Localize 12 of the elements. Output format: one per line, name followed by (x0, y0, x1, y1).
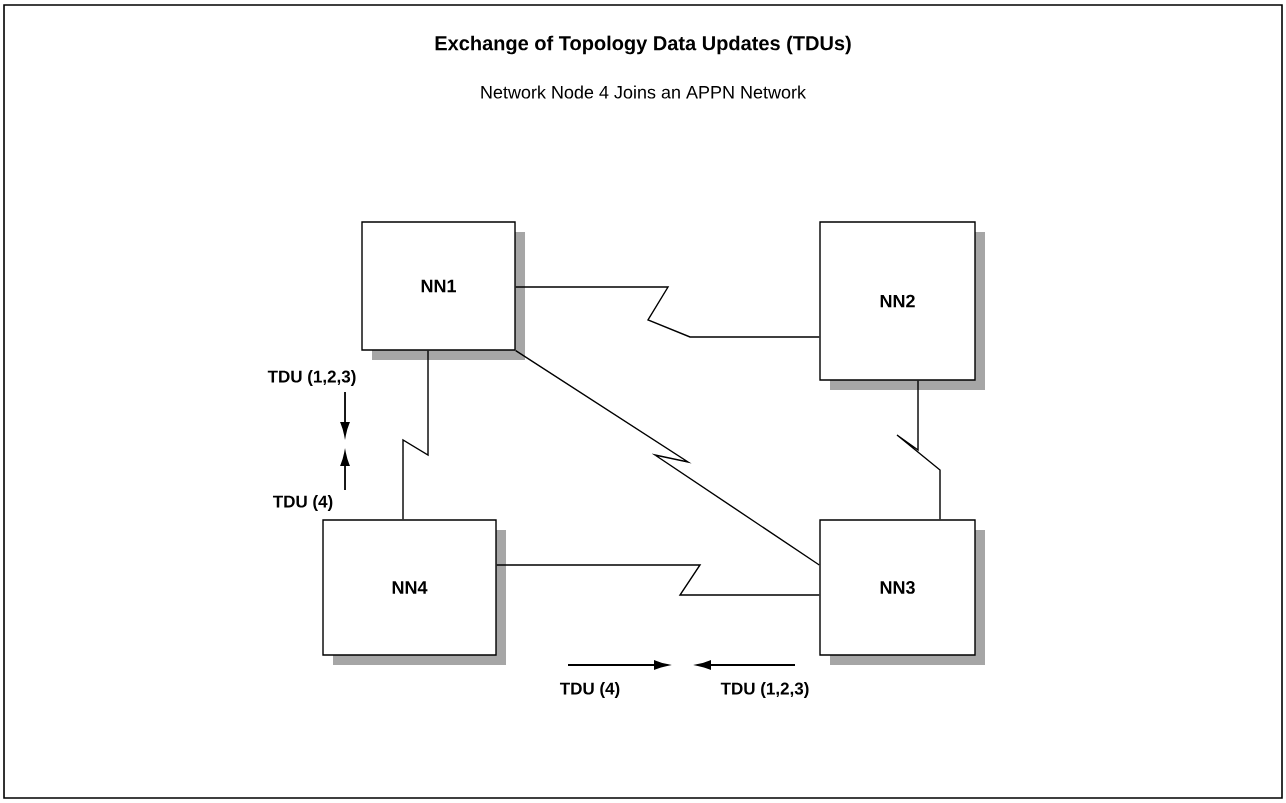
network-node-box: NN1 (361, 221, 525, 360)
link-line (515, 350, 820, 566)
link-line (896, 380, 941, 520)
link-line (515, 286, 820, 338)
title: Exchange of Topology Data Updates (TDUs) (435, 35, 851, 55)
flow-label: TDU (4) (559, 682, 620, 698)
network-node-box: NN3 (819, 519, 985, 665)
link-line (496, 564, 820, 596)
subtitle: Network Node 4 Joins an APPN Network (481, 85, 807, 99)
link-line (402, 350, 429, 520)
network-node-box: NN4 (322, 519, 506, 665)
network-node-box: NN2 (819, 221, 985, 390)
